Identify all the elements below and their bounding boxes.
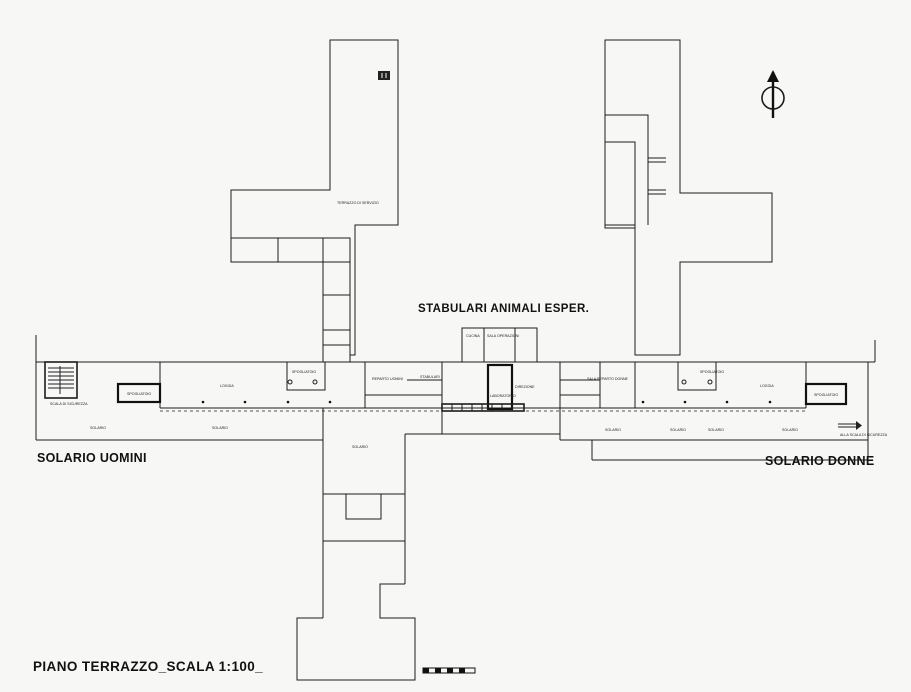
spogliatoio-left-box-label: SPOGLIATOIO — [127, 392, 151, 396]
exit-arrow-icon — [838, 421, 862, 430]
reparto-donne-label: SALA REPARTO DONNE — [587, 377, 629, 381]
direzione-label: DIREZIONE — [515, 385, 535, 389]
solario-label-3: SOLARIO — [352, 445, 368, 449]
terrazzo-servizio-label: TERRAZZO DI SERVIZIO — [337, 201, 379, 205]
loggia-right-label: LOGGIA — [760, 384, 774, 388]
solario-label-6: SOLARIO — [708, 428, 724, 432]
upper-right-wing — [604, 39, 773, 356]
cucina-label: CUCINA — [466, 334, 480, 338]
solario-uomini-label: SOLARIO UOMINI — [37, 451, 147, 465]
spogliatoio-right-box-label: SPOGLIATOIO — [814, 393, 838, 397]
solario-label-5: SOLARIO — [670, 428, 686, 432]
column-dots — [201, 400, 772, 404]
central-block — [364, 327, 636, 435]
main-title: STABULARI ANIMALI ESPER. — [418, 303, 589, 315]
toilet-left — [286, 361, 326, 391]
solario-label-2: SOLARIO — [212, 426, 228, 430]
verso-scala-label: ALLA SCALA DI SICUREZZA — [840, 433, 888, 437]
sala-operazioni-label: SALA OPERAZIONI — [487, 334, 519, 338]
scala-sicurezza-label: SCALA DI SICUREZZA — [50, 402, 88, 406]
scale-bar — [422, 667, 476, 674]
solario-label-7: SOLARIO — [782, 428, 798, 432]
room-right-box — [804, 382, 848, 406]
solario-label-4: SOLARIO — [605, 428, 621, 432]
loggia-left-label: LOGGIA — [220, 384, 234, 388]
lower-wing — [296, 408, 561, 681]
marker-icon — [378, 71, 390, 80]
spogliatoio-right-label: SPOGLIATOIO — [700, 370, 724, 374]
central-corridor — [35, 335, 876, 461]
laboratorio-label: LABORATORIO — [490, 394, 516, 398]
north-arrow-icon — [761, 70, 785, 118]
stabulari-label: STABULARI — [420, 375, 440, 379]
stair-left — [44, 361, 78, 399]
room-left-box — [116, 382, 162, 404]
footer-title: PIANO TERRAZZO_SCALA 1:100_ — [33, 659, 263, 674]
solario-label-1: SOLARIO — [90, 426, 106, 430]
toilet-right — [677, 361, 717, 391]
reparto-uomini-label: REPARTO UOMINI — [372, 377, 403, 381]
solario-donne-label: SOLARIO DONNE — [765, 454, 874, 468]
spogliatoio-left-label: SPOGLIATOIO — [292, 370, 316, 374]
